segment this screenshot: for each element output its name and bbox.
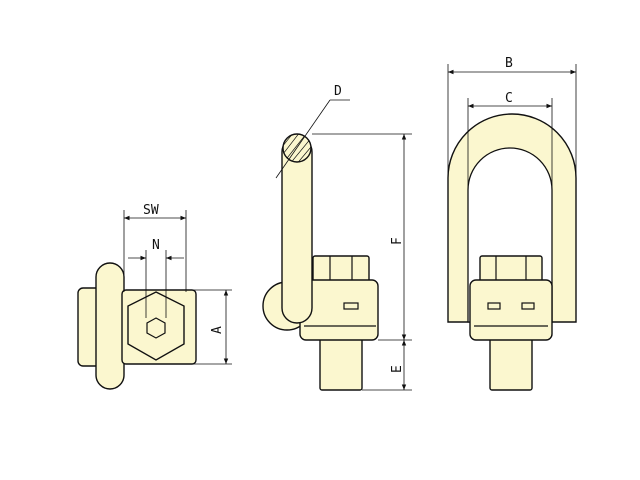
e-label: E	[390, 365, 405, 373]
top-view-hex	[127, 291, 185, 361]
top-view: SW N A	[77, 203, 232, 390]
c-label: C	[505, 91, 513, 106]
side-view-bail	[281, 136, 313, 324]
hex-socket	[146, 317, 166, 339]
side-view-stud	[319, 337, 363, 391]
front-view-hex	[479, 255, 543, 283]
front-view: B C	[447, 56, 577, 391]
f-label: F	[390, 237, 405, 245]
d-label: D	[334, 84, 342, 99]
side-view-slot	[343, 302, 359, 310]
side-view: D F E	[262, 84, 412, 391]
n-label: N	[152, 238, 160, 253]
side-view-hex	[312, 255, 370, 283]
front-view-stud	[489, 337, 533, 391]
front-view-body	[469, 279, 553, 341]
front-view-slot-right	[521, 302, 535, 310]
sw-label: SW	[143, 203, 159, 218]
front-view-slot-left	[487, 302, 501, 310]
b-label: B	[505, 56, 513, 71]
top-view-ring	[95, 262, 125, 390]
a-label: A	[210, 326, 225, 334]
